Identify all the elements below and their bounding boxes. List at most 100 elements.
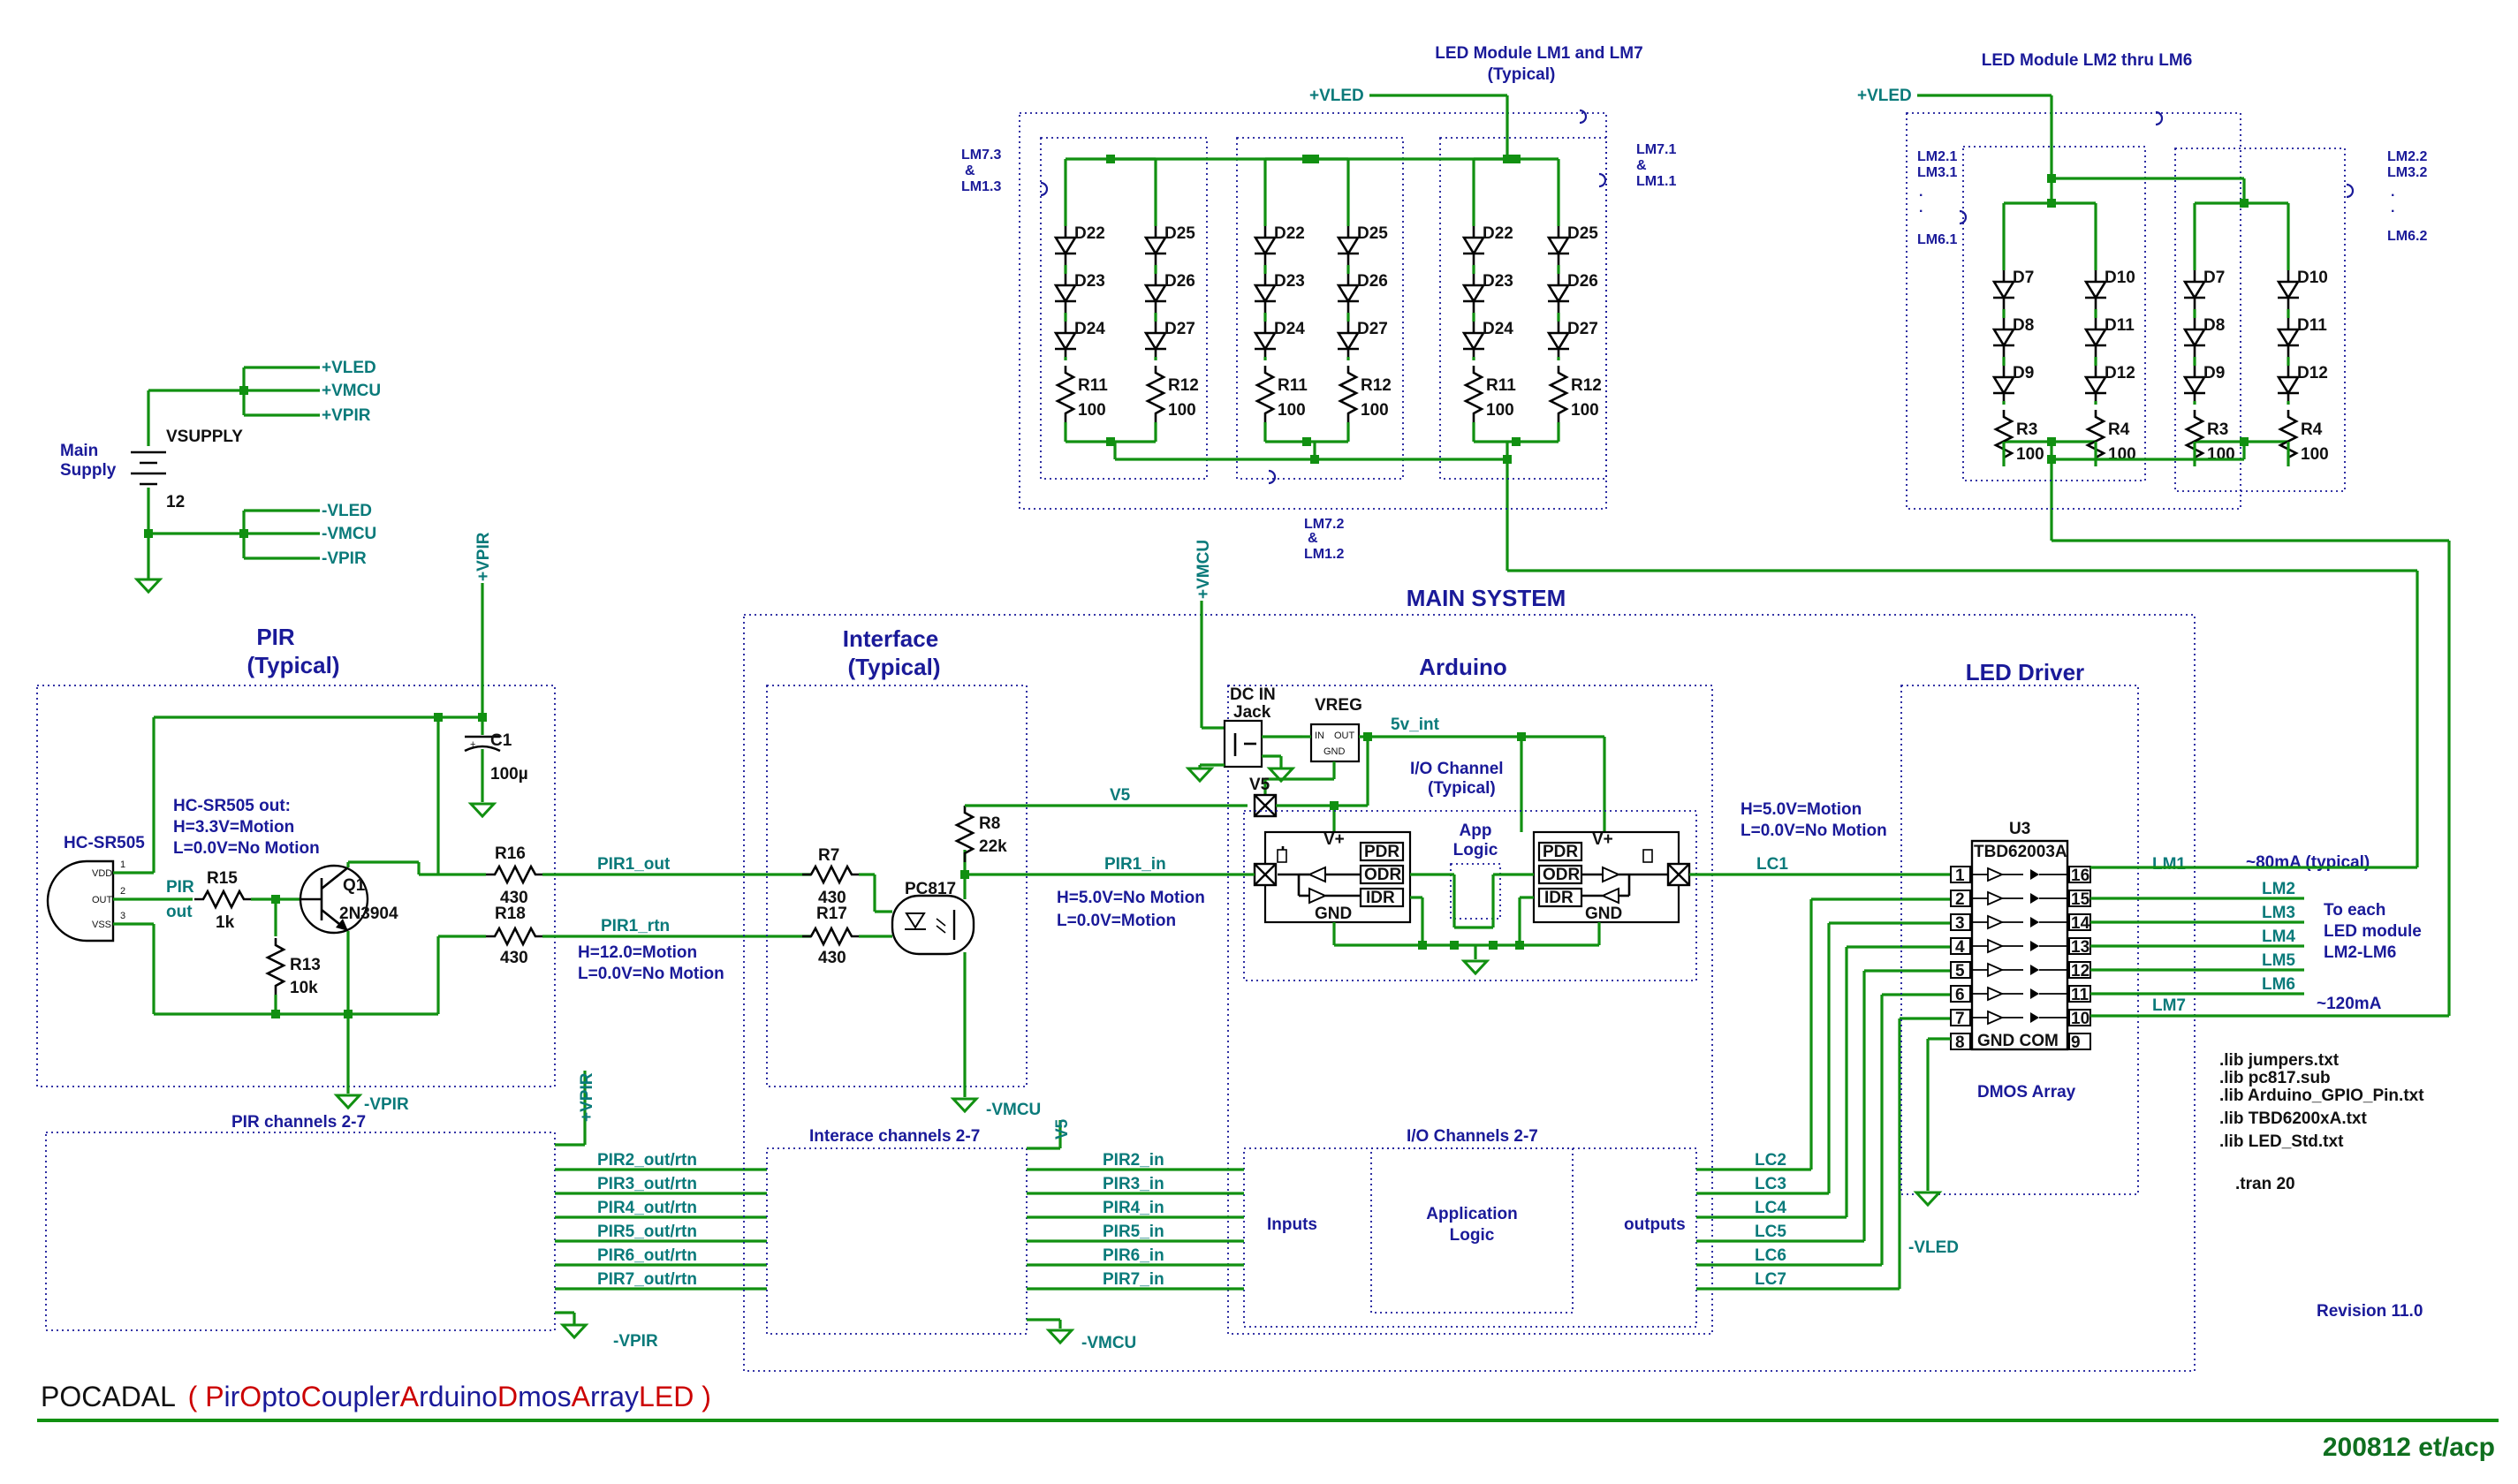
resistor-icon [1339,364,1358,424]
lm17-2-res-r-name: R12 [1571,376,1602,395]
lm17-1-diode-l-2: D24 [1274,320,1305,338]
lm7-current-note: ~120mA [2317,995,2382,1013]
led-diode-icon [1336,320,1361,362]
driver-pin-right-16 [2068,866,2091,883]
dmos-array-label: DMOS Array [1977,1083,2076,1102]
led-diode-icon [1053,320,1078,362]
acronym-rest-2: oupler [322,1381,400,1412]
lm17-1-res-r-value: 100 [1361,401,1389,420]
inputs-label: Inputs [1267,1215,1317,1234]
directive-2: .lib pc817.sub [2219,1069,2331,1087]
lm17-2-res-l-value: 100 [1486,401,1514,420]
rtn-note-2: L=0.0V=No Motion [578,965,724,983]
net-lm3: LM3 [2262,904,2295,922]
in-note-1: H=5.0V=No Motion [1057,889,1205,907]
led-diode-icon [2083,364,2108,406]
net-lc1: LC1 [1756,855,1788,874]
driver-pin-left-1 [1950,866,1971,883]
net-pir-in-6: PIR6_in [1103,1246,1164,1265]
title-block: POCADAL ( PirOptoCouplerArduinoDmosArray… [37,1381,2499,1462]
resistor-icon [1146,364,1165,424]
led-string-box [1439,137,1607,480]
io-channel-label-1: I/O Channel [1410,760,1504,778]
acronym-rest-5: rray [590,1381,639,1412]
pin-out: OUT [92,895,113,905]
lm26-tag-right-2: LM3.2 [2387,165,2427,180]
lm17-tag-right-3: LM1.1 [1636,174,1676,189]
acronym-rest-3: rduino [419,1381,497,1412]
reg-pdr-right [1537,841,1583,862]
lm26-tag-left-4: . [1919,201,1923,216]
driver-pin-left-8 [1950,1033,1971,1050]
led-diode-icon [1546,224,1571,267]
lm26-1-diode-r-0: D10 [2297,269,2328,287]
five-v-int: 5v_int [1391,716,1440,734]
led-diode-icon [1991,364,2016,406]
led-diode-icon [2182,316,2207,359]
led-driver-title: LED Driver [1966,659,2084,685]
lm26-tag-left-3: . [1919,185,1923,200]
lm26-0-res-r-value: 100 [2108,445,2136,464]
arduino-section: Arduino DC IN Jack VREG IN OUT GND 5v_in… [1187,654,1713,1335]
lm17-tag-right-2: & [1636,158,1647,173]
vsupply-value: 12 [166,493,185,511]
led-diode-icon [2182,269,2207,311]
r15-value: 1k [216,913,235,932]
r7-name: R7 [818,846,839,865]
driver-pin-left-3 [1950,913,1971,931]
lm17-tag-bottom-3: LM1.2 [1304,547,1344,562]
diode-icon [2030,893,2039,904]
reg-pdr-right-label: PDR [1543,843,1578,861]
vplus-right: V+ [1592,830,1613,849]
lm26-tag-right-3: . [2391,185,2394,200]
lm26-1-diode-l-0: D7 [2203,269,2225,287]
lm17-2-diode-r-1: D26 [1567,272,1598,291]
vplus-left: V+ [1323,830,1345,849]
pin-num-1: 1 [120,859,125,870]
r7-value: 430 [818,889,846,907]
led-string-box [1236,137,1404,480]
lm26-1-res-r-value: 100 [2301,445,2329,464]
led-diode-icon [1461,272,1486,314]
reg-idr-left [1359,887,1405,908]
led-diode-icon [2182,364,2207,406]
lm26-note-2: LED module [2324,922,2422,941]
tbd62003a-label: TBD62003A [1974,843,2067,861]
arduino-title: Arduino [1419,654,1507,680]
r16-name: R16 [495,844,526,863]
pir-vpir-top: +VPIR [474,532,493,581]
pir-vpir-neg: -VPIR [364,1095,409,1114]
net-lc-5: LC5 [1755,1223,1786,1241]
hcsr505-note-3: L=0.0V=No Motion [173,839,320,858]
net-lc-3: LC3 [1755,1175,1786,1193]
pir-title: PIR [256,624,295,650]
led-diode-icon [1991,269,2016,311]
reg-pdr-left [1359,841,1405,862]
reg-idr-right-label: IDR [1544,889,1574,907]
led-diode-icon [1143,272,1168,314]
net-vpir-pos: +VPIR [322,406,371,425]
driver-pin-right-9 [2068,1033,2091,1050]
lm26-1-res-l-name: R3 [2207,420,2228,439]
gnd-left: GND [1315,905,1352,923]
svg-text:+: + [470,739,475,750]
lm26-tag-right-5: LM6.2 [2387,229,2427,244]
gnd-right: GND [1585,905,1622,923]
lm17-vled: +VLED [1309,87,1364,105]
lm17-0-diode-l-2: D24 [1074,320,1105,338]
r17-value: 430 [818,949,846,967]
out-note-1: H=5.0V=Motion [1741,800,1862,819]
lm17-0-diode-l-1: D23 [1074,272,1105,291]
pir-channels-label: PIR channels 2-7 [231,1113,366,1132]
led-diode-icon [2276,364,2301,406]
lm26-0-diode-l-0: D7 [2013,269,2034,287]
lm26-0-res-r-name: R4 [2108,420,2130,439]
acronym-rest-4: mos [518,1381,571,1412]
r18-name: R18 [495,905,526,923]
interface-title: Interface [843,625,938,652]
led-diode-icon [1253,320,1278,362]
pc817-optocoupler [891,894,975,956]
lm17-title-2: (Typical) [1488,65,1556,84]
lm17-0-diode-r-0: D25 [1164,224,1195,243]
